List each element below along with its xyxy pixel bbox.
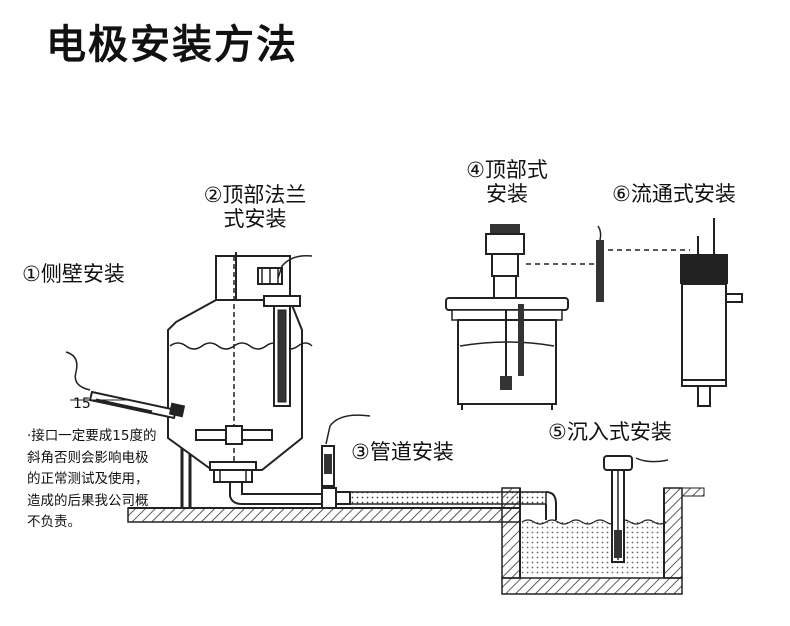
standalone-electrode: [596, 225, 690, 302]
note-line: 造成的后果我公司概: [27, 492, 149, 509]
label-top-flange-line1: ②顶部法兰: [203, 183, 307, 207]
label-side-wall: ①侧壁安装: [22, 262, 125, 286]
note-line: 斜角否则会影响电极: [27, 449, 149, 466]
pipeline: [229, 482, 557, 520]
immersion-electrode: [603, 455, 669, 563]
flow-through-cell: [680, 218, 743, 407]
label-flow-through: ⑥流通式安装: [612, 182, 736, 206]
side-wall-electrode: [65, 351, 186, 420]
top-flange-electrode: [277, 254, 313, 403]
tank: [167, 252, 313, 508]
ground: [127, 507, 521, 523]
label-top-flange-line2: 式安装: [223, 207, 287, 232]
label-top: ④顶部式 安装: [452, 158, 562, 206]
label-pipeline: ③管道安装: [351, 440, 454, 464]
top-mount-vessel: [445, 224, 600, 410]
label-immersion: ⑤沉入式安装: [548, 420, 672, 444]
installation-note: ·接口一定要成15度的 斜角否则会影响电极 的正常测试及使用， 造成的后果我公司…: [27, 426, 156, 534]
note-line: ·接口一定要成15度的: [27, 428, 157, 444]
label-top-flange: ②顶部法兰 式安装: [190, 183, 320, 231]
page-title: 电极安装方法: [46, 22, 298, 68]
note-line: 不负责。: [27, 514, 81, 530]
label-top-line1: ④顶部式: [466, 158, 548, 182]
label-top-line2: 安装: [486, 182, 528, 207]
immersion-pit: [501, 487, 705, 595]
note-line: 的正常测试及使用，: [27, 471, 149, 487]
pipeline-electrode: [321, 414, 371, 487]
